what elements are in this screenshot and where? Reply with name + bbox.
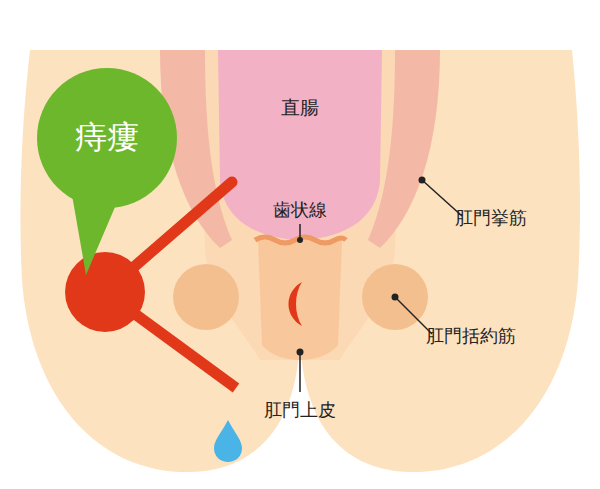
node-text: 痔瘻 <box>75 116 139 160</box>
part-label: 歯状線 <box>273 198 327 222</box>
node-text: 直腸 <box>281 95 319 121</box>
part-label: 肛門挙筋 <box>455 206 527 230</box>
rectum-region: 直腸 <box>240 88 360 128</box>
part-label: 肛門上皮 <box>264 398 336 422</box>
part-label: 肛門括約筋 <box>426 324 516 348</box>
callout-bubble: 痔瘻 <box>47 108 167 168</box>
